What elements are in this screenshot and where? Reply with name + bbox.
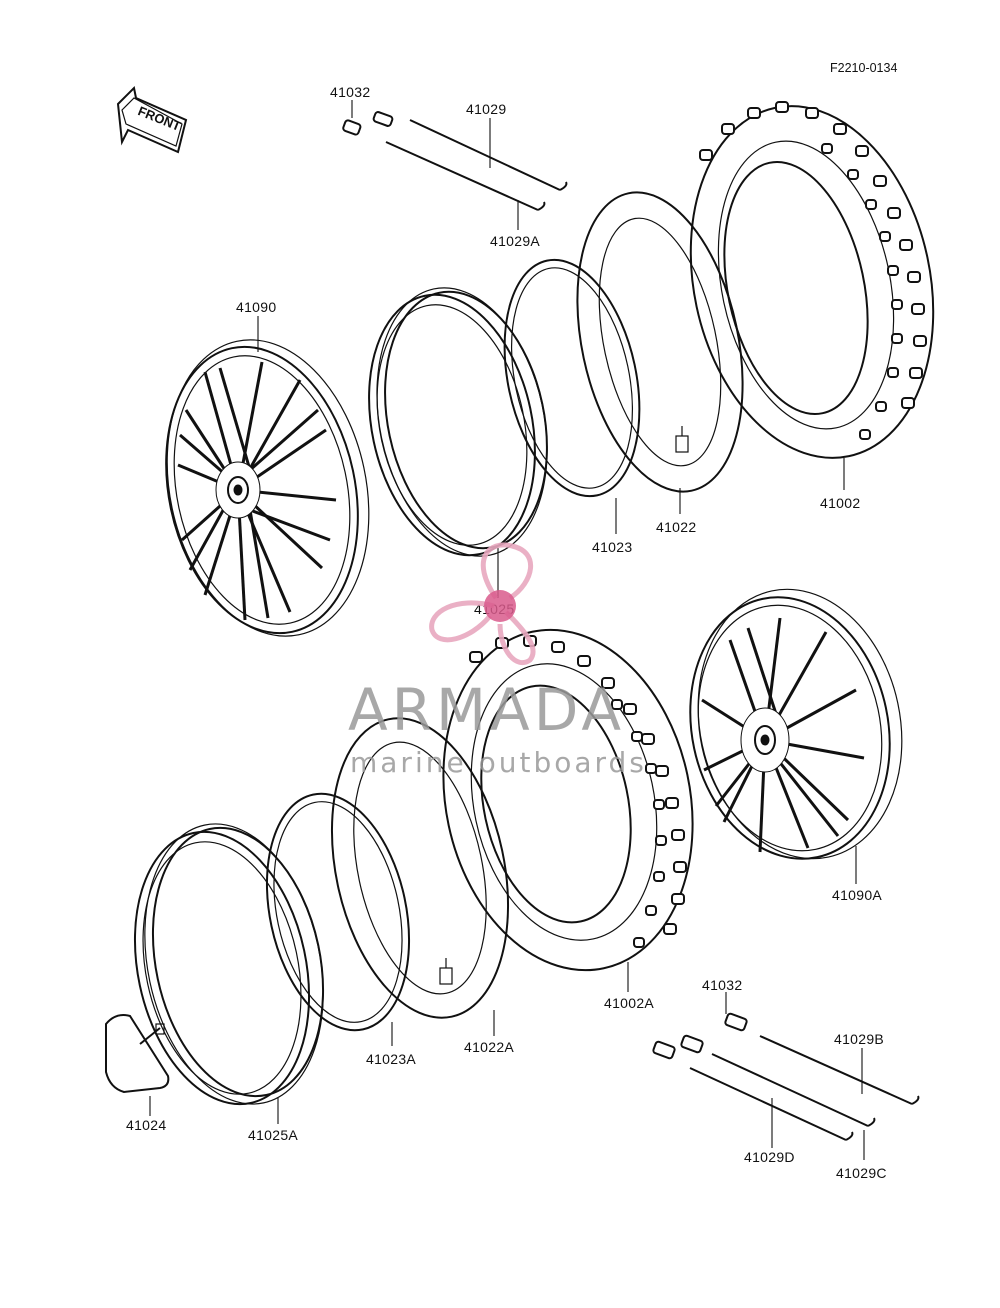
callout-41002A: 41002A: [604, 995, 654, 1011]
watermark-tagline: marine outboards: [350, 746, 647, 779]
callout-41022: 41022: [656, 519, 696, 535]
callout-41029A: 41029A: [490, 233, 540, 249]
rim-lock: [105, 1014, 170, 1094]
rear-tire-tread: [469, 635, 687, 948]
callout-41002: 41002: [820, 495, 860, 511]
diagram-code: F2210-0134: [830, 61, 897, 75]
callout-41029B: 41029B: [834, 1031, 884, 1047]
callout-41032-top: 41032: [330, 84, 370, 100]
front-rim: [368, 287, 548, 557]
callout-41029D: 41029D: [744, 1149, 795, 1165]
callout-41029C: 41029C: [836, 1165, 887, 1181]
callout-41029: 41029: [466, 101, 506, 117]
spokes-bottom: [689, 1035, 920, 1141]
callout-41025A: 41025A: [248, 1127, 298, 1143]
front-arrow-icon: FRONT: [116, 85, 188, 154]
front-wheel-assembly: [165, 339, 370, 637]
callout-41023: 41023: [592, 539, 632, 555]
nipple-top: [342, 111, 394, 136]
rear-tube: [330, 717, 510, 1019]
callout-41090A: 41090A: [832, 887, 882, 903]
rear-wheel-assembly: [689, 588, 903, 860]
propeller-logo-icon: [429, 542, 536, 665]
callout-41032-bottom: 41032: [702, 977, 742, 993]
watermark-brand: ARMADA: [348, 676, 625, 744]
spokes-top: [385, 119, 568, 211]
nipple-bottom: [652, 1012, 748, 1060]
rear-rim-band: [265, 792, 411, 1032]
callout-41023A: 41023A: [366, 1051, 416, 1067]
callout-41090: 41090: [236, 299, 276, 315]
front-tire-tread: [699, 101, 927, 440]
rear-rim: [133, 823, 325, 1106]
armada-watermark: ARMADA marine outboards: [348, 542, 647, 779]
callout-41022A: 41022A: [464, 1039, 514, 1055]
callout-41024: 41024: [126, 1117, 166, 1133]
front-tire: [689, 101, 935, 459]
front-rim-band: [503, 258, 641, 498]
rear-tire: [442, 628, 694, 972]
